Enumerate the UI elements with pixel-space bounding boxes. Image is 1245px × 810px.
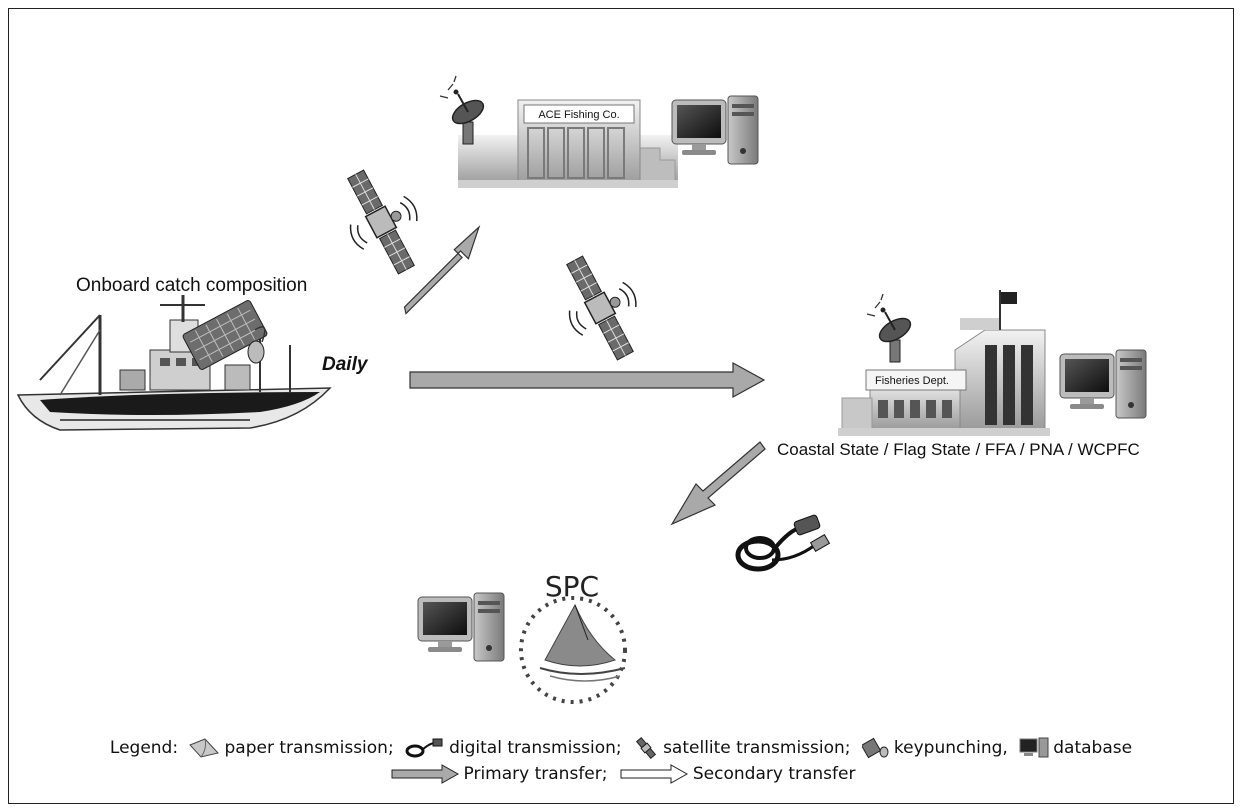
company-building-icon [458,99,678,188]
arrow-vessel-to-company [403,224,481,315]
keyboard-keypunching-icon [182,300,268,370]
cable-icon [405,738,443,758]
spc-node: SPC [417,570,627,704]
satellite-small-icon [636,736,657,760]
fisheries-database-icon [1059,349,1147,419]
secondary-arrow-icon [620,764,688,784]
primary-arrow-icon [391,764,459,784]
spc-logo-icon [519,596,627,704]
satellite-icon-middle [545,242,659,372]
computer-small-icon [1019,737,1049,758]
fisheries-node: Fisheries Dept. [838,290,1147,436]
legend-prefix: Legend: [109,738,179,758]
arrow-fisheries-to-spc [670,441,766,526]
fisheries-label: Coastal State / Flag State / FFA / PNA /… [777,440,1140,459]
mouse-icon [247,340,265,364]
satellite-dish-icon [439,75,489,145]
keyboard-small-icon [861,737,889,759]
legend-item-database: database [1019,737,1132,759]
daily-label: Daily [322,354,368,375]
legend-item-satellite: satellite transmission; [633,736,851,760]
fisheries-dish-icon [866,293,916,363]
legend-item-secondary: Secondary transfer [619,764,855,784]
paper-icon [188,738,219,758]
legend-item-primary: Primary transfer; [390,764,607,784]
diagram-frame [8,8,1234,804]
legend-item-keypunching: keypunching, [861,737,1008,759]
vessel-label: Onboard catch composition [76,275,308,296]
arrow-vessel-to-fisheries [409,361,766,399]
company-node: ACE Fishing Co. [439,75,759,188]
company-sign: ACE Fishing Co. [538,109,619,121]
fisheries-building-icon [838,290,1050,436]
legend-item-paper: paper transmission; [187,737,394,759]
fisheries-sign: Fisheries Dept. [875,375,949,387]
company-database-icon [671,95,759,165]
legend: Legend: paper transmission; digital tran… [0,736,1245,760]
mouse-cable [254,326,266,343]
digital-cable-icon [735,514,831,572]
fishing-vessel-icon [16,295,332,431]
legend-item-digital: digital transmission; [405,737,622,759]
spc-logo-text: SPC [545,570,599,603]
satellite-icon-upper [326,156,440,286]
spc-database-icon [417,592,505,662]
legend-arrows: Primary transfer; Secondary transfer [0,764,1245,784]
